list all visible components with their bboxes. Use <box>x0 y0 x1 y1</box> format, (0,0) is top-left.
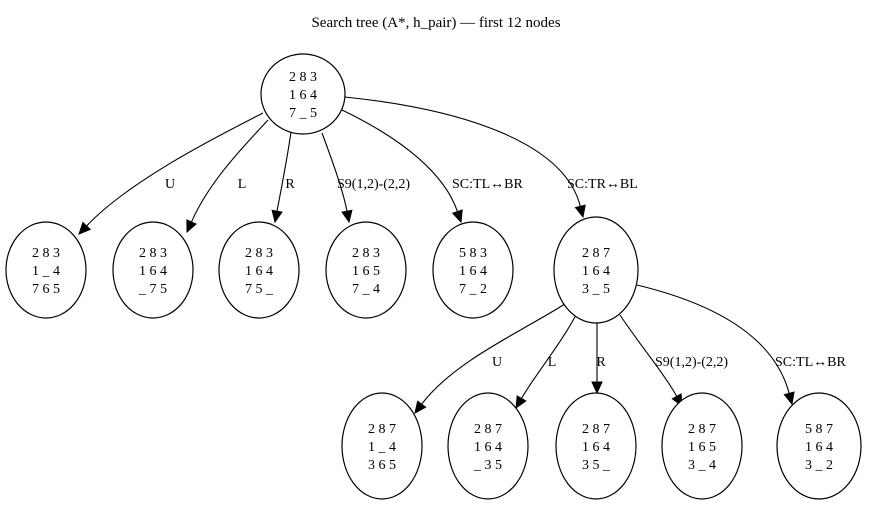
state-node-n0: 2 8 3 1 6 4 7 _ 5 <box>260 53 346 135</box>
node-row-n0-2: 7 _ 5 <box>289 106 317 121</box>
node-row-n8-1: 1 6 4 <box>474 440 502 455</box>
state-node-n10: 2 8 7 1 6 5 3 _ 4 <box>661 392 743 500</box>
edge-line-n6-n10 <box>619 314 678 397</box>
state-node-n1: 2 8 3 1 _ 4 7 6 5 <box>5 221 87 319</box>
state-node-n9: 2 8 7 1 6 4 3 5 _ <box>555 392 637 500</box>
node-ellipse-n2 <box>112 221 194 319</box>
edge-arrowhead-n0-n2 <box>186 219 197 234</box>
edge-arrowhead-n0-n1 <box>78 221 92 235</box>
edge-line-n0-n1 <box>86 112 264 227</box>
edge-arrowhead-n6-n8 <box>515 395 527 410</box>
edge-label-n6-n7: U <box>492 355 502 370</box>
edge-line-n0-n2 <box>190 119 269 223</box>
edge-line-n6-n8 <box>521 314 577 399</box>
node-ellipse-n11 <box>776 392 862 500</box>
edge-arrowhead-n0-n6 <box>574 204 586 219</box>
state-node-n4: 2 8 3 1 6 5 7 _ 4 <box>325 221 407 319</box>
edge-label-n6-n10: S9(1,2)-(2,2) <box>655 355 728 370</box>
node-ellipse-n1 <box>5 221 87 319</box>
node-row-n5-1: 1 6 4 <box>459 264 487 279</box>
node-row-n2-1: 1 6 4 <box>139 264 167 279</box>
node-row-n4-1: 1 6 5 <box>352 264 380 279</box>
state-node-n5: 5 8 3 1 6 4 7 _ 2 <box>432 221 514 319</box>
node-row-n11-2: 3 _ 2 <box>805 458 833 473</box>
node-row-n6-0: 2 8 7 <box>582 246 610 261</box>
edge-label-n0-n2: L <box>238 177 247 192</box>
node-ellipse-n8 <box>447 392 529 500</box>
node-row-n8-0: 2 8 7 <box>474 422 502 437</box>
node-ellipse-n5 <box>432 221 514 319</box>
edge-arrowhead-n6-n7 <box>414 400 427 414</box>
edge-line-n0-n3 <box>276 131 292 212</box>
node-row-n4-0: 2 8 3 <box>352 246 380 261</box>
node-row-n10-1: 1 6 5 <box>688 440 716 455</box>
state-node-n8: 2 8 7 1 6 4 _ 3 5 <box>447 392 529 500</box>
node-row-n7-2: 3 6 5 <box>368 458 396 473</box>
node-row-n4-2: 7 _ 4 <box>352 282 380 297</box>
node-row-n1-2: 7 6 5 <box>32 282 60 297</box>
state-node-n11: 5 8 7 1 6 4 3 _ 2 <box>776 392 862 500</box>
edge-line-n0-n4 <box>321 132 348 212</box>
node-row-n1-1: 1 _ 4 <box>32 264 60 279</box>
edge-arrowhead-n6-n11 <box>783 391 795 406</box>
node-row-n9-1: 1 6 4 <box>582 440 610 455</box>
node-row-n7-1: 1 _ 4 <box>368 440 396 455</box>
edge-arrowhead-n0-n5 <box>451 209 463 224</box>
node-row-n2-2: _ 7 5 <box>138 282 167 297</box>
edge-label-n0-n1: U <box>165 177 175 192</box>
node-row-n6-2: 3 _ 5 <box>582 282 610 297</box>
state-node-n6: 2 8 7 1 6 4 3 _ 5 <box>553 216 639 324</box>
edge-label-n6-n9: R <box>596 355 606 370</box>
node-row-n8-2: _ 3 5 <box>473 458 502 473</box>
node-row-n0-0: 2 8 3 <box>289 70 317 85</box>
node-row-n5-0: 5 8 3 <box>459 246 487 261</box>
node-row-n2-0: 2 8 3 <box>139 246 167 261</box>
edge-line-n6-n11 <box>636 284 790 394</box>
node-row-n11-0: 5 8 7 <box>805 422 833 437</box>
node-row-n10-2: 3 _ 4 <box>688 458 716 473</box>
node-ellipse-n4 <box>325 221 407 319</box>
edge-arrowhead-n0-n3 <box>271 209 283 224</box>
edge-arrowhead-n0-n4 <box>341 209 353 224</box>
node-row-n6-1: 1 6 4 <box>582 264 610 279</box>
node-row-n9-2: 3 5 _ <box>582 458 611 473</box>
node-ellipse-n0 <box>260 53 346 135</box>
node-row-n10-0: 2 8 7 <box>688 422 716 437</box>
edge-label-n6-n8: L <box>548 355 557 370</box>
edge-line-n6-n7 <box>421 301 569 405</box>
edge-label-n0-n5: SC:TL↔BR <box>452 177 523 192</box>
node-row-n11-1: 1 6 4 <box>805 440 833 455</box>
diagram-title: Search tree (A*, h_pair) — first 12 node… <box>311 15 560 31</box>
state-node-n7: 2 8 7 1 _ 4 3 6 5 <box>341 392 423 500</box>
edge-label-n0-n6: SC:TR↔BL <box>567 177 638 192</box>
node-row-n9-0: 2 8 7 <box>582 422 610 437</box>
node-ellipse-n6 <box>553 216 639 324</box>
edge-arrowhead-n6-n9 <box>591 381 603 395</box>
edges-layer: U L R S9(1,2)-(2,2) SC:TL↔BR SC:TR↔BL U L R S9(1,… <box>78 96 846 414</box>
node-row-n1-0: 2 8 3 <box>32 246 60 261</box>
edge-line-n0-n5 <box>339 108 458 212</box>
nodes-layer: 2 8 3 1 6 4 7 _ 5 2 8 3 1 _ 4 7 6 5 2 8 3 1 6 4… <box>5 53 862 500</box>
state-node-n3: 2 8 3 1 6 4 7 5 _ <box>218 221 300 319</box>
edge-label-n6-n11: SC:TL↔BR <box>775 355 846 370</box>
node-row-n5-2: 7 _ 2 <box>459 282 487 297</box>
edge-label-n0-n3: R <box>285 177 295 192</box>
state-node-n2: 2 8 3 1 6 4 _ 7 5 <box>112 221 194 319</box>
edge-line-n0-n6 <box>344 96 581 207</box>
node-ellipse-n3 <box>218 221 300 319</box>
node-row-n3-1: 1 6 4 <box>245 264 273 279</box>
node-ellipse-n7 <box>341 392 423 500</box>
node-row-n7-0: 2 8 7 <box>368 422 396 437</box>
edge-label-n0-n4: S9(1,2)-(2,2) <box>337 177 410 192</box>
node-row-n3-2: 7 5 _ <box>245 282 274 297</box>
node-ellipse-n9 <box>555 392 637 500</box>
node-ellipse-n10 <box>661 392 743 500</box>
node-row-n0-1: 1 6 4 <box>289 88 317 103</box>
node-row-n3-0: 2 8 3 <box>245 246 273 261</box>
